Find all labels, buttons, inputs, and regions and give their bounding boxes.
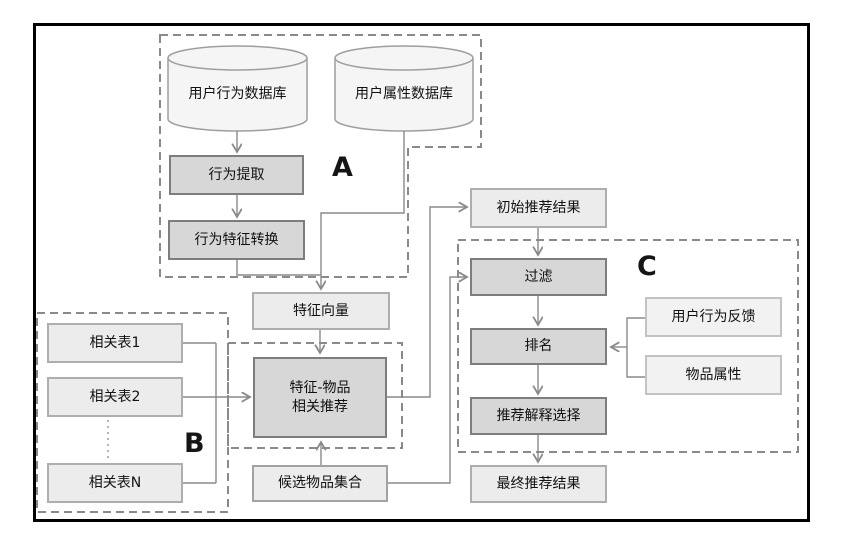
- group-a-label: A: [332, 152, 353, 183]
- node-label: 物品属性: [685, 366, 742, 383]
- node-final-rec-result: 最终推荐结果: [470, 465, 607, 503]
- node-label: 相关表2: [89, 388, 141, 405]
- node-label: 排名: [524, 338, 553, 354]
- node-label: 行为特征转换: [194, 231, 279, 248]
- node-related-table-n: 相关表N: [47, 463, 183, 503]
- node-label: 特征向量: [293, 302, 349, 319]
- group-b-label: B: [184, 428, 205, 459]
- node-feature-vector: 特征向量: [252, 292, 390, 330]
- connector-feature-item-rec-to-initial-result: [387, 207, 467, 398]
- node-related-table-1: 相关表1: [47, 323, 183, 363]
- node-label-line1: 特征-物品: [289, 379, 351, 396]
- node-label: 推荐解释选择: [496, 407, 581, 424]
- node-label: 过滤: [524, 268, 553, 285]
- node-filter: 过滤: [470, 258, 607, 296]
- node-user-attr-db: 用户属性数据库: [335, 45, 473, 130]
- node-label: 行为提取: [208, 166, 265, 183]
- connector-candidates-to-filter: [388, 277, 467, 484]
- node-candidate-item-set: 候选物品集合: [252, 465, 388, 502]
- group-c-outline: [457, 239, 799, 453]
- node-ranking: 排名: [470, 328, 607, 365]
- node-item-attribute: 物品属性: [645, 355, 782, 395]
- feature-item-rec-outline: [227, 342, 403, 449]
- node-label: 相关表1: [89, 334, 141, 351]
- node-behavior-extraction: 行为提取: [169, 155, 304, 195]
- node-initial-rec-result: 初始推荐结果: [470, 188, 607, 228]
- node-feature-item-rec: 特征-物品 相关推荐: [253, 357, 387, 438]
- node-label: 最终推荐结果: [496, 475, 581, 492]
- group-a-outline: [159, 34, 482, 278]
- node-label: 用户行为反馈: [671, 308, 756, 325]
- node-rec-explanation-selection: 推荐解释选择: [470, 397, 607, 435]
- node-label: 初始推荐结果: [496, 199, 581, 216]
- node-label: 用户行为数据库: [188, 85, 287, 102]
- database-cylinder-icon: [167, 45, 308, 132]
- node-related-table-2: 相关表2: [47, 377, 183, 417]
- node-label: 候选物品集合: [278, 475, 362, 491]
- node-label-line2: 相关推荐: [292, 398, 348, 415]
- node-label: 用户属性数据库: [355, 85, 453, 102]
- diagram-outer-frame: [33, 23, 810, 522]
- connector-attrdb-to-feature-vector: [321, 131, 405, 289]
- node-behavior-feature-conversion: 行为特征转换: [168, 220, 305, 260]
- node-user-behavior-feedback: 用户行为反馈: [645, 297, 782, 337]
- connector-conversion-to-junction: [236, 260, 321, 276]
- connector-feedback-bracket: [626, 317, 645, 378]
- node-user-behavior-db: 用户行为数据库: [168, 45, 307, 130]
- node-label: 相关表N: [88, 474, 142, 491]
- group-c-label: C: [637, 251, 657, 282]
